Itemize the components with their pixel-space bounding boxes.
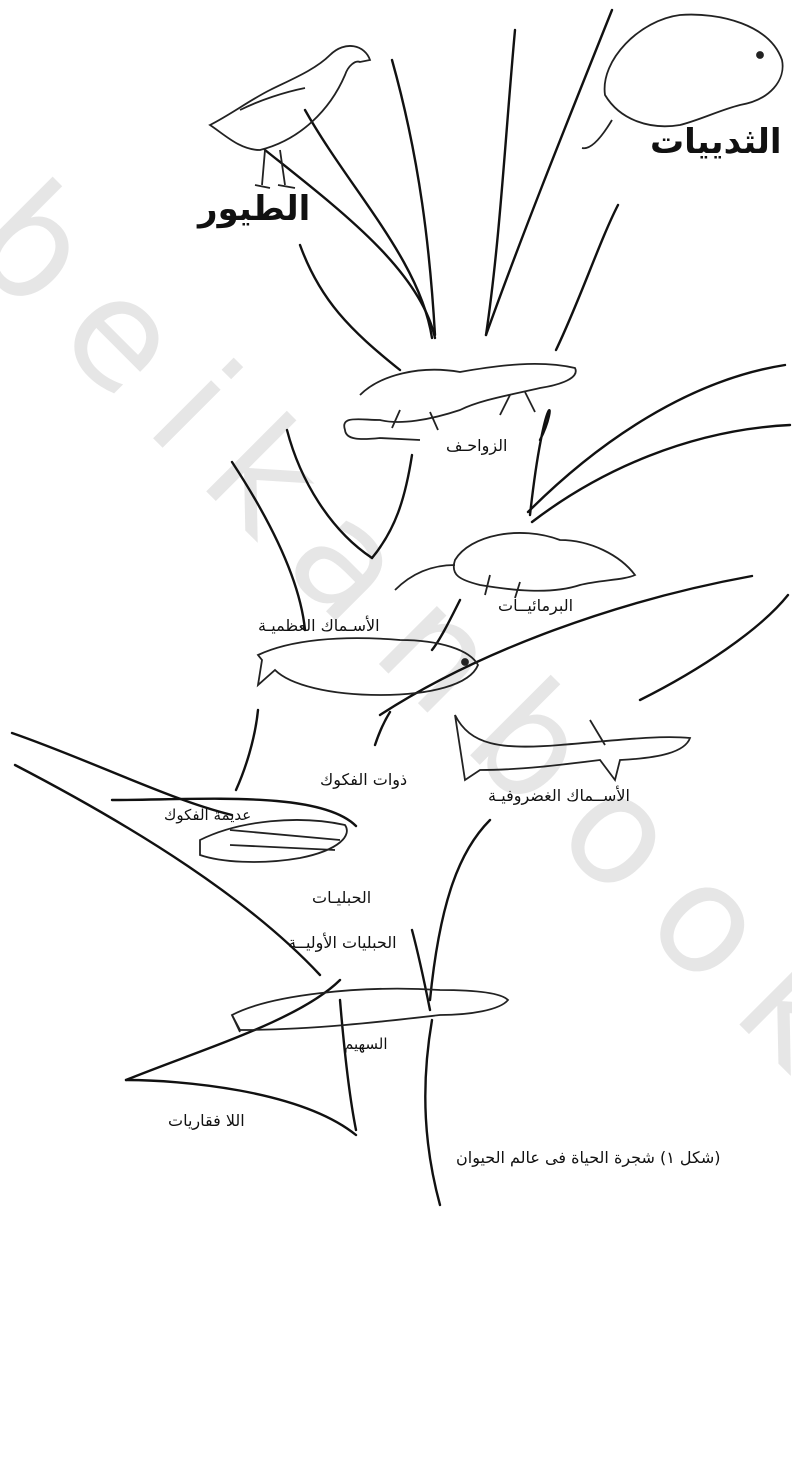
bird-icon [210, 46, 370, 188]
label-bony-fish: الأسـماك العظميـة [258, 618, 380, 634]
tree-of-life-figure: beikanbook.com [0, 0, 792, 1211]
label-chordates: الحبليـات [312, 890, 371, 906]
label-birds: الطيور [198, 192, 310, 226]
label-invertebrates: اللا فقاريات [168, 1113, 245, 1129]
amphibian-icon [395, 533, 635, 598]
bony-fish-icon [258, 638, 478, 695]
lamprey-icon [200, 820, 347, 862]
label-jawed: ذوات الفكوك [320, 772, 407, 788]
shark-icon [455, 715, 690, 780]
figure-caption: (شكل ١) شجرة الحياة فى عالم الحيوان [456, 1150, 721, 1166]
label-amphibians: البرمائيــات [498, 598, 573, 614]
label-protochordates: الحبليات الأوليــة [288, 935, 397, 951]
label-mammals: الثدييات [650, 125, 782, 159]
amphioxus-icon [232, 989, 508, 1032]
label-cartilaginous-fish: الأســماك الغضروفيـة [488, 788, 630, 804]
label-amphioxus: السهيم [344, 1037, 388, 1052]
label-jawless: عديمة الفكوك [164, 808, 251, 823]
label-reptiles: الزواحـف [446, 438, 507, 454]
animal-drawings [0, 0, 792, 1211]
reptile-icon [344, 364, 576, 440]
